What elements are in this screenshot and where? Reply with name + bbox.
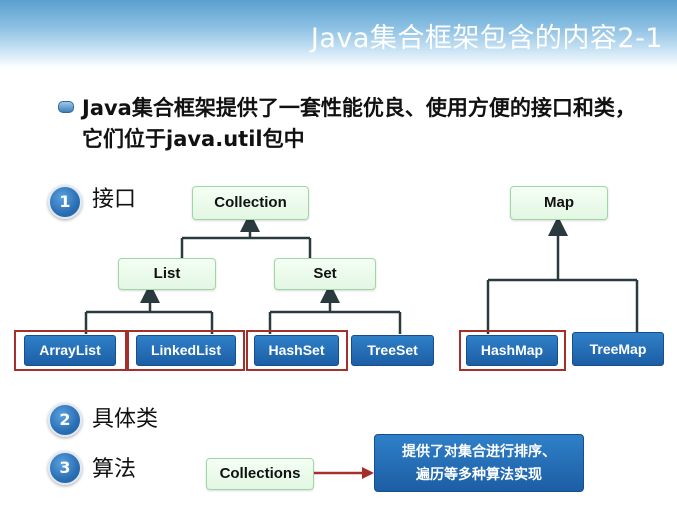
list-interface-box: List: [118, 258, 216, 290]
bullet-text: Java集合框架提供了一套性能优良、使用方便的接口和类，它们位于java.uti…: [82, 96, 636, 151]
linkedlist-highlight-frame: [127, 330, 245, 371]
algorithm-description-box: 提供了对集合进行排序、 遍历等多种算法实现: [374, 434, 584, 492]
hashmap-class-box: HashMap: [466, 335, 558, 366]
section-number-2: 2: [48, 403, 82, 437]
collections-utility-box: Collections: [206, 458, 314, 490]
hashmap-highlight-frame: [459, 330, 566, 371]
section-number-1: 1: [48, 185, 82, 219]
algorithm-description-line1: 提供了对集合进行排序、: [402, 444, 556, 460]
slide-title: Java集合框架包含的内容2-1: [310, 23, 663, 54]
map-interface-box: Map: [510, 186, 608, 220]
set-interface-box: Set: [274, 258, 376, 290]
linkedlist-class-box: LinkedList: [136, 335, 236, 366]
section-label-algorithms: 算法: [92, 457, 137, 482]
treemap-class-box: TreeMap: [572, 332, 664, 366]
arraylist-highlight-frame: [14, 330, 127, 371]
algorithm-description-line2: 遍历等多种算法实现: [416, 467, 542, 483]
section-number-3: 3: [48, 451, 82, 485]
arraylist-class-box: ArrayList: [24, 335, 116, 366]
hashset-highlight-frame: [246, 330, 348, 371]
title-banner: Java集合框架包含的内容2-1: [0, 0, 677, 68]
hashset-class-box: HashSet: [254, 335, 339, 366]
bullet-icon: [58, 101, 74, 113]
section-label-concrete-classes: 具体类: [92, 407, 159, 432]
treeset-class-box: TreeSet: [351, 335, 434, 366]
section-label-interfaces: 接口: [92, 187, 137, 212]
collection-interface-box: Collection: [192, 186, 309, 220]
